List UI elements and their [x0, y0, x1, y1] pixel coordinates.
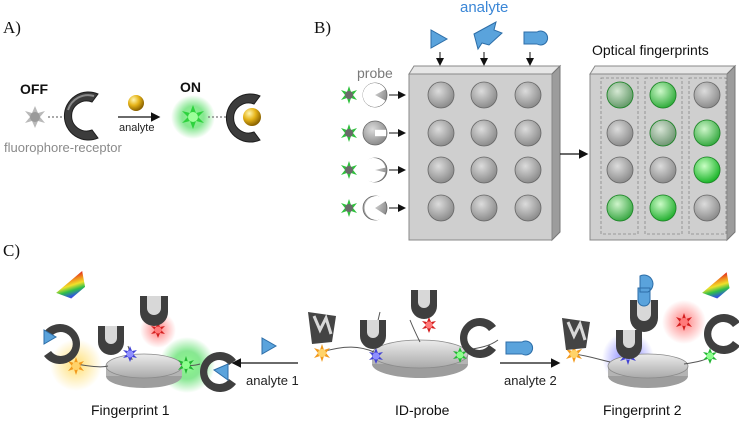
receptor-off-icon [63, 91, 99, 141]
plate-well [470, 119, 498, 147]
fluorophore-on-icon [182, 105, 204, 129]
analyte-title: analyte [460, 0, 509, 16]
plate-well [470, 81, 498, 109]
optical-fingerprints-title: Optical fingerprints [592, 42, 709, 58]
plate-well [514, 194, 542, 222]
receptor-w-icon [308, 312, 336, 344]
panel-c-letter: C) [3, 241, 20, 260]
panel-a [25, 91, 261, 143]
probe-receptor-icon [362, 195, 388, 221]
sensor-plate [408, 64, 562, 242]
bound-analyte-icon [243, 108, 261, 126]
fingerprint-well [693, 81, 721, 109]
green-fluorophore-icon [453, 347, 467, 363]
plate-well [427, 81, 455, 109]
receptor-c-icon [200, 352, 236, 392]
receptor-u-icon [616, 330, 642, 359]
probe-receptor-icon [362, 82, 388, 108]
green-fluorophore-icon [703, 348, 717, 364]
probe-item [341, 82, 406, 108]
fluorophore-receptor-caption: fluorophore-receptor [4, 140, 122, 155]
panel-c [43, 271, 739, 393]
bound-triangle-icon [212, 363, 229, 381]
rainbow-spectrum-icon [56, 271, 86, 299]
fingerprint-well [649, 119, 677, 147]
plate-well [470, 156, 498, 184]
plate-well [427, 156, 455, 184]
orange-fluorophore-icon [68, 357, 84, 375]
green-fluorophore-icon [178, 356, 194, 374]
id-probe-disk [371, 339, 469, 378]
receptor-c-icon [460, 318, 496, 358]
fluorophore-off-icon [25, 106, 45, 128]
receptor-u-icon [140, 296, 168, 326]
fingerprint1-caption: Fingerprint 1 [91, 402, 170, 418]
fingerprint-well [649, 156, 677, 184]
probe-item [341, 195, 406, 221]
probe-label: probe [357, 65, 393, 81]
orange-fluorophore-icon [314, 344, 330, 362]
probe-star-icon [341, 161, 357, 179]
receptor-on-icon [225, 93, 261, 143]
analyte2-label: analyte 2 [504, 373, 557, 388]
probe-star-icon [341, 199, 357, 217]
fingerprint-well [649, 81, 677, 109]
probe-receptor-icon [362, 120, 388, 146]
probe-receptor-icon [361, 157, 388, 183]
orange-fluorophore-icon [566, 345, 582, 363]
probe-item [341, 120, 406, 146]
analyte-arrow-label: analyte [119, 122, 155, 134]
plate-well [514, 156, 542, 184]
panel-b [341, 21, 737, 242]
receptor-w-icon [562, 318, 590, 350]
analyte-arrow-shape-icon [473, 21, 503, 66]
off-label: OFF [20, 81, 48, 97]
red-fluorophore-icon [151, 322, 165, 338]
fingerprint1-disk [105, 353, 183, 388]
blue-fluorophore-icon [369, 348, 383, 364]
panel-a-letter: A) [3, 18, 21, 37]
receptor-u-icon [98, 326, 124, 355]
probe-star-icon [341, 124, 357, 142]
fingerprint-well [606, 81, 634, 109]
receptor-c-icon [704, 314, 739, 354]
on-label: ON [180, 79, 201, 95]
receptor-u-icon [360, 320, 386, 349]
receptor-u-icon [411, 290, 437, 319]
receptor-c-icon [44, 324, 80, 364]
probe-star-icon [341, 86, 357, 104]
plate-well [514, 119, 542, 147]
probe-item [341, 157, 406, 183]
fingerprint-well [693, 194, 721, 222]
fingerprint-well [606, 194, 634, 222]
analyte2-pin-icon [505, 340, 534, 356]
plate-well [427, 119, 455, 147]
bound-triangle-icon [43, 329, 57, 345]
id-probe-caption: ID-probe [395, 402, 450, 418]
fingerprint-well [649, 194, 677, 222]
fingerprint-well [693, 156, 721, 184]
fingerprint2-caption: Fingerprint 2 [603, 402, 682, 418]
plate-well [470, 194, 498, 222]
fingerprint-plate [589, 64, 737, 242]
red-fluorophore-icon [422, 317, 436, 333]
plate-well [514, 81, 542, 109]
bound-pin-icon [637, 274, 654, 307]
probe-column [341, 82, 406, 221]
panel-b-letter: B) [314, 18, 331, 37]
fingerprint-well [693, 119, 721, 147]
fingerprint-well [606, 119, 634, 147]
rainbow-spectrum-icon [702, 272, 730, 299]
analyte-ball-icon [128, 95, 144, 111]
analyte-pin-icon [523, 30, 549, 66]
fingerprint2-disk [607, 353, 689, 388]
plate-well [427, 194, 455, 222]
blue-fluorophore-icon [123, 346, 137, 362]
analyte1-label: analyte 1 [246, 373, 299, 388]
fingerprint-well [606, 156, 634, 184]
red-fluorophore-icon [676, 313, 692, 331]
analyte-triangle-icon [430, 29, 449, 66]
analyte1-triangle-icon [261, 337, 278, 355]
